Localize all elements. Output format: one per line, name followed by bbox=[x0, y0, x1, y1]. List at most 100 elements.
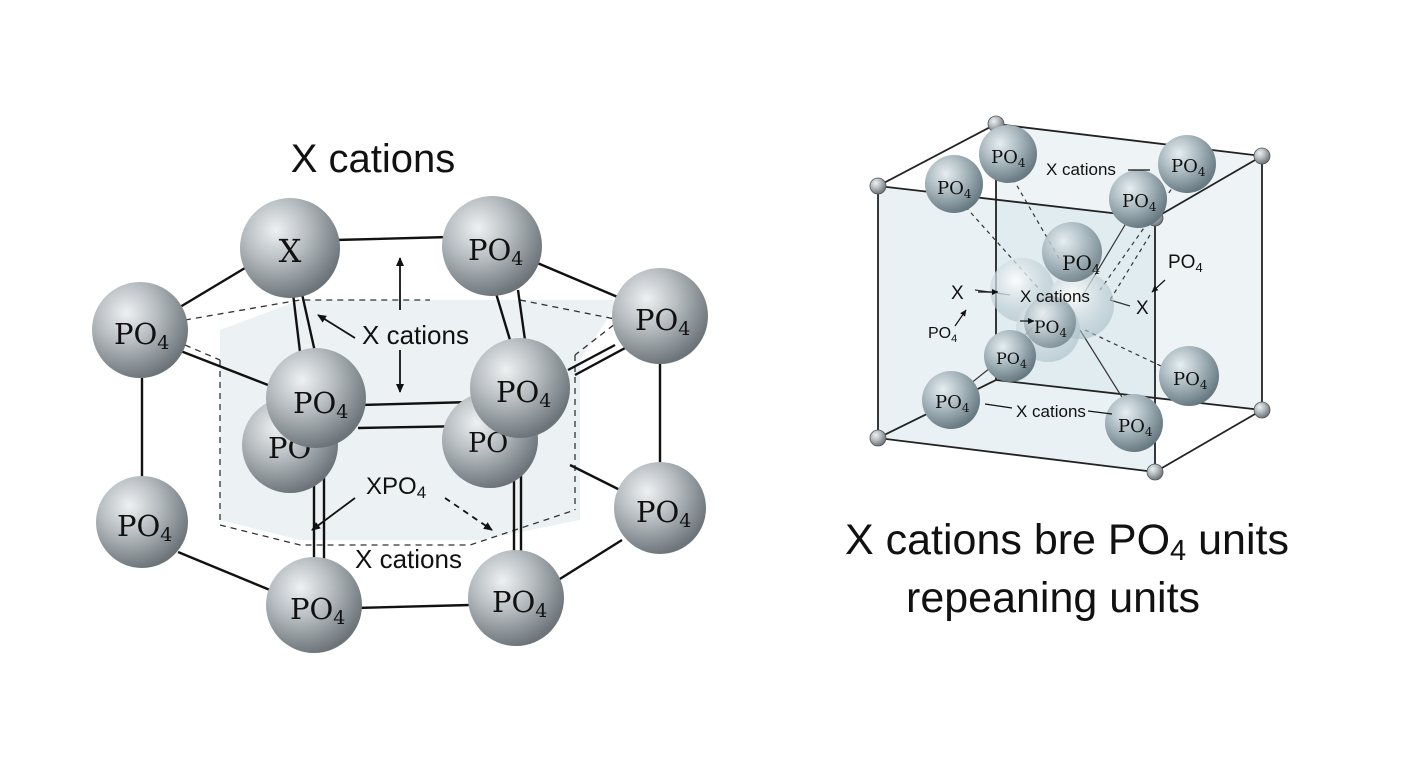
cube-leader-bottom-left bbox=[984, 403, 1013, 409]
atom-subscript: 4 bbox=[1198, 165, 1206, 179]
svg-text:PO4: PO4 bbox=[290, 592, 345, 629]
cube-sphere-top-back-right: PO4 bbox=[1158, 135, 1216, 193]
label-xpo4: XPO4 bbox=[366, 473, 426, 502]
atom-subscript: 4 bbox=[535, 600, 547, 622]
arrow-to-upper-left bbox=[317, 314, 356, 339]
atom-subscript: 4 bbox=[511, 248, 523, 270]
atom-label: PO bbox=[635, 303, 678, 337]
label-x-cations-lower: X cations bbox=[355, 544, 462, 574]
cube-label-po4-free-subscript: 4 bbox=[1195, 260, 1202, 275]
svg-text:PO4: PO4 bbox=[496, 375, 551, 412]
right-cubic-structure: PO4 PO4 PO4 PO4 PO4 PO4 PO4 PO4 bbox=[869, 115, 1271, 481]
atom-label: PO bbox=[496, 375, 539, 409]
atom-subscript: 4 bbox=[1092, 263, 1100, 278]
caption-line-1-subscript: 4 bbox=[1170, 535, 1186, 567]
atom-label: PO bbox=[1118, 416, 1145, 437]
corner-node bbox=[869, 429, 887, 447]
atom-label: PO bbox=[1122, 191, 1149, 212]
atom-subscript: 4 bbox=[964, 187, 972, 201]
atom-subscript: 4 bbox=[679, 510, 691, 532]
svg-text:PO4: PO4 bbox=[492, 585, 547, 622]
atom-subscript: 4 bbox=[1149, 200, 1157, 214]
cube-leader-bottom-right bbox=[1087, 410, 1113, 415]
cube-label-x-cations-bottom: X cations bbox=[1016, 402, 1086, 421]
cube-label-po4-free: PO4 bbox=[1168, 252, 1203, 275]
cube-sphere-top-front-left: PO4 bbox=[925, 155, 983, 213]
atom-label: PO bbox=[935, 392, 962, 413]
atom-label: PO bbox=[636, 495, 679, 529]
atom-label: PO bbox=[996, 349, 1020, 368]
svg-text:PO4: PO4 bbox=[114, 317, 169, 354]
svg-text:PO4: PO4 bbox=[117, 509, 172, 546]
atom-subscript: 4 bbox=[333, 607, 345, 629]
atom-subscript: 4 bbox=[539, 390, 551, 412]
cube-sphere-top-back-left: PO4 bbox=[979, 125, 1037, 183]
cube-label-x-right: X bbox=[1136, 298, 1149, 319]
atom-label: PO bbox=[1173, 369, 1200, 390]
atom-label: PO bbox=[114, 317, 157, 351]
svg-text:PO4: PO4 bbox=[635, 303, 690, 340]
caption: X cations bre PO4 units repeaning units bbox=[845, 516, 1289, 622]
svg-text:PO4: PO4 bbox=[468, 233, 523, 270]
corner-node bbox=[1253, 401, 1271, 419]
left-hexagonal-structure: PO PO X PO4 PO4 PO4 PO4 PO4 bbox=[92, 137, 708, 653]
corner-node bbox=[869, 177, 887, 195]
atom-subscript: 4 bbox=[1018, 156, 1026, 170]
cube-sphere-bottom-left: PO4 bbox=[922, 371, 980, 429]
cube-label-x-cations-center: X cations bbox=[1020, 287, 1090, 306]
atom-label: X bbox=[279, 232, 302, 270]
cube-label-po4-left-text: PO bbox=[928, 325, 951, 342]
atom-label: PO bbox=[1062, 251, 1092, 275]
sphere-po4-bottom-right: PO4 bbox=[468, 550, 564, 646]
sphere-po4-bottom-left: PO4 bbox=[266, 557, 362, 653]
svg-text:PO4: PO4 bbox=[937, 178, 972, 201]
atom-label: PO bbox=[991, 147, 1018, 168]
atom-label: PO bbox=[1171, 156, 1198, 177]
atom-subscript: 4 bbox=[1020, 358, 1027, 371]
cube-sphere-right-mid: PO4 bbox=[1159, 346, 1219, 406]
label-xpo4-subscript: 4 bbox=[417, 483, 426, 502]
cube-label-x-cations-top: X cations bbox=[1046, 160, 1116, 179]
sphere-po4-front-right: PO4 bbox=[470, 338, 570, 438]
atom-label: PO bbox=[293, 386, 336, 420]
svg-text:PO4: PO4 bbox=[293, 386, 348, 423]
svg-text:PO4: PO4 bbox=[1173, 369, 1208, 392]
corner-node bbox=[1253, 147, 1271, 165]
svg-text:PO4: PO4 bbox=[1118, 416, 1153, 439]
atom-subscript: 4 bbox=[1059, 326, 1067, 340]
cube-sphere-bottom-right: PO4 bbox=[1105, 394, 1163, 452]
atom-subscript: 4 bbox=[1145, 425, 1153, 439]
atom-subscript: 4 bbox=[157, 332, 169, 354]
left-arrows bbox=[311, 257, 493, 531]
atom-label: PO bbox=[468, 233, 511, 267]
arrow-lower-left bbox=[311, 497, 356, 531]
atom-label: PO bbox=[937, 178, 964, 199]
sphere-po4-top-right: PO4 bbox=[442, 196, 542, 296]
svg-text:PO4: PO4 bbox=[636, 495, 691, 532]
left-dashed-guides bbox=[184, 299, 622, 546]
cube-central-cluster: PO4 PO4 bbox=[990, 222, 1114, 362]
cube-label-po4-free-text: PO bbox=[1168, 252, 1195, 273]
cube-label-x-left: X bbox=[951, 283, 964, 304]
sphere-po4-right-upper: PO4 bbox=[612, 268, 708, 364]
atom-subscript: 4 bbox=[962, 401, 970, 415]
atom-label: PO bbox=[1034, 318, 1059, 338]
svg-text:PO4: PO4 bbox=[1122, 191, 1157, 214]
label-xpo4-text: XPO bbox=[366, 473, 417, 500]
caption-line-1-suffix: units bbox=[1186, 516, 1289, 564]
corner-node bbox=[1146, 463, 1164, 481]
sphere-po4-right-lower: PO4 bbox=[614, 462, 706, 554]
svg-text:PO4: PO4 bbox=[1034, 318, 1067, 340]
atom-label: PO bbox=[492, 585, 535, 619]
svg-text:PO4: PO4 bbox=[996, 349, 1027, 371]
left-bonds bbox=[140, 235, 662, 610]
left-title: X cations bbox=[291, 137, 456, 181]
atom-subscript: 4 bbox=[678, 318, 690, 340]
atom-subscript: 4 bbox=[160, 524, 172, 546]
label-x-cations-upper: X cations bbox=[362, 320, 469, 350]
arrow-lower-right bbox=[444, 497, 493, 531]
atom-subscript: 4 bbox=[1200, 378, 1208, 392]
cube-sphere-top-front-right: PO4 bbox=[1109, 170, 1167, 228]
cube-label-po4-left: PO4 bbox=[928, 325, 957, 345]
